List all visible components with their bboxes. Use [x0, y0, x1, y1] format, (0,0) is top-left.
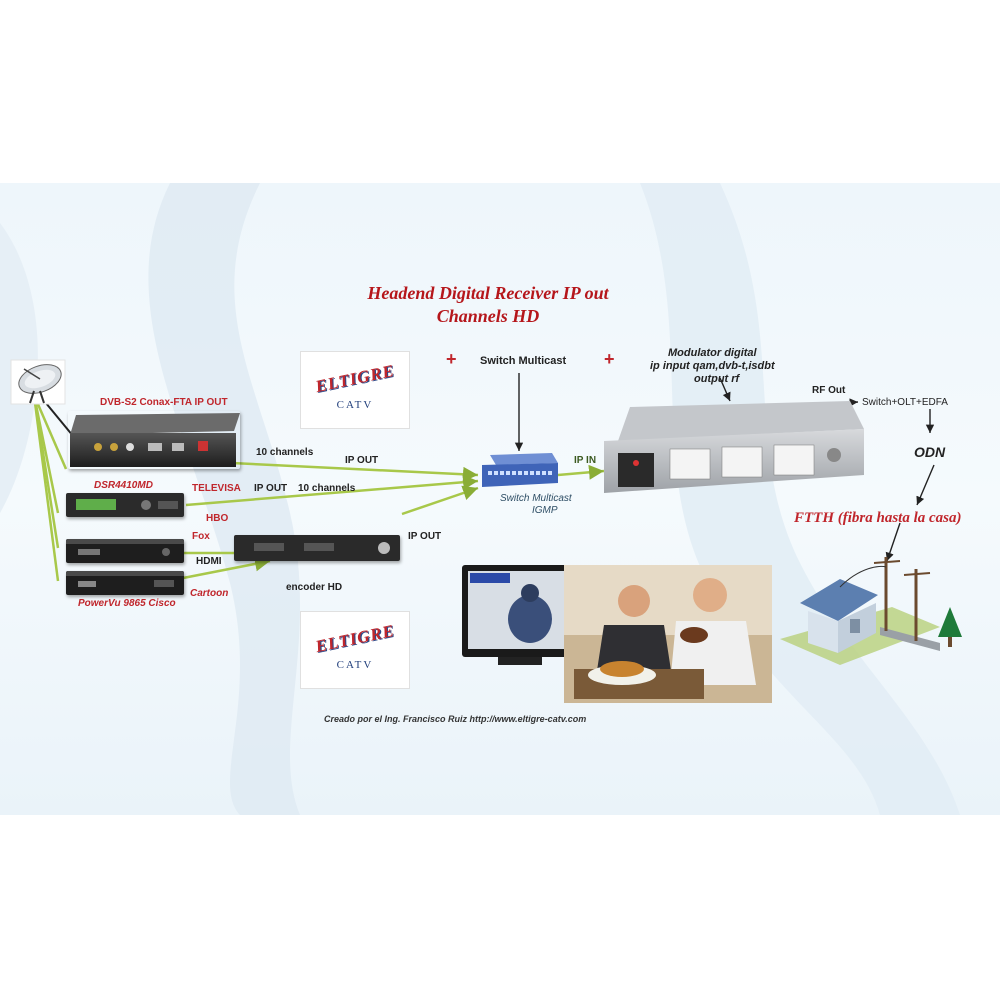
diagram-canvas: Headend Digital Receiver IP out Channels…: [0, 183, 1000, 815]
house-scene: [780, 557, 940, 665]
credit-text: Creado por el Ing. Francisco Ruiz http:/…: [324, 714, 587, 724]
dsr-label: DSR4410MD: [94, 480, 153, 491]
fox-label: Fox: [192, 531, 210, 542]
dish-feed-lines: [32, 394, 68, 582]
ten-channels-1-label: 10 channels: [256, 447, 314, 458]
viewers-photo: [564, 565, 772, 703]
logo-sub-text: CATV: [336, 399, 374, 411]
powervu-label: PowerVu 9865 Cisco: [78, 598, 176, 609]
ip-in-label: IP IN: [574, 455, 597, 466]
televisa-label: TELEVISA: [192, 483, 241, 494]
dvb-s2-receiver: [70, 413, 240, 467]
hdmi-label: HDMI: [196, 556, 222, 567]
plus-sign-left: +: [446, 349, 457, 369]
utility-pole-icon: [873, 557, 931, 641]
ip-out-1-label: IP OUT: [345, 455, 379, 466]
powervu-receiver: [66, 571, 184, 595]
dvb-s2-label: DVB-S2 Conax-FTA IP OUT: [100, 397, 228, 408]
rf-out-label: RF Out: [812, 385, 846, 396]
ten-channels-2-label: 10 channels: [298, 483, 356, 494]
cartoon-label: Cartoon: [190, 588, 229, 599]
modulator-label-3: output rf: [694, 373, 740, 385]
plus-sign-right: +: [604, 349, 615, 369]
tv-icon: [462, 565, 578, 665]
switch-olt-edfa-label: Switch+OLT+EDFA: [862, 397, 948, 408]
satellite-dish-icon: [10, 359, 66, 405]
multicast-switch: [482, 453, 558, 487]
house-icon: [800, 579, 878, 653]
modulator-label-2: ip input qam,dvb-t,isdbt: [650, 360, 775, 372]
eltigre-logo-top: ELTIGRE CATV: [300, 351, 410, 429]
modulator-label-1: Modulator digital: [668, 347, 757, 359]
title-line-2: Channels HD: [436, 306, 540, 326]
title-line-1: Headend Digital Receiver IP out: [367, 283, 609, 303]
eltigre-logo-bottom: ELTIGRE CATV: [300, 611, 410, 689]
odn-label: ODN: [914, 444, 946, 460]
dsr4410md-receiver: [66, 493, 184, 517]
logo-sub-text: CATV: [336, 659, 374, 671]
connections: [32, 373, 935, 582]
ip-out-3-label: IP OUT: [408, 531, 442, 542]
ip-out-2-label: IP OUT: [254, 483, 288, 494]
encoder-label: encoder HD: [286, 582, 343, 593]
ftth-label: FTTH (fibra hasta la casa): [794, 510, 962, 526]
logo-main-text: ELTIGRE: [313, 620, 397, 657]
digital-modulator-device: [604, 401, 864, 493]
logo-main-text: ELTIGRE: [313, 360, 397, 397]
pine-tree-icon: [938, 607, 962, 647]
switch-igmp-label-1: Switch Multicast: [500, 493, 572, 504]
encoder-hd-device: [234, 535, 400, 561]
switch-multicast-label: Switch Multicast: [480, 355, 567, 367]
switch-igmp-label-2: IGMP: [532, 505, 558, 516]
hbo-label: HBO: [206, 513, 229, 524]
receiver-three: [66, 539, 184, 563]
